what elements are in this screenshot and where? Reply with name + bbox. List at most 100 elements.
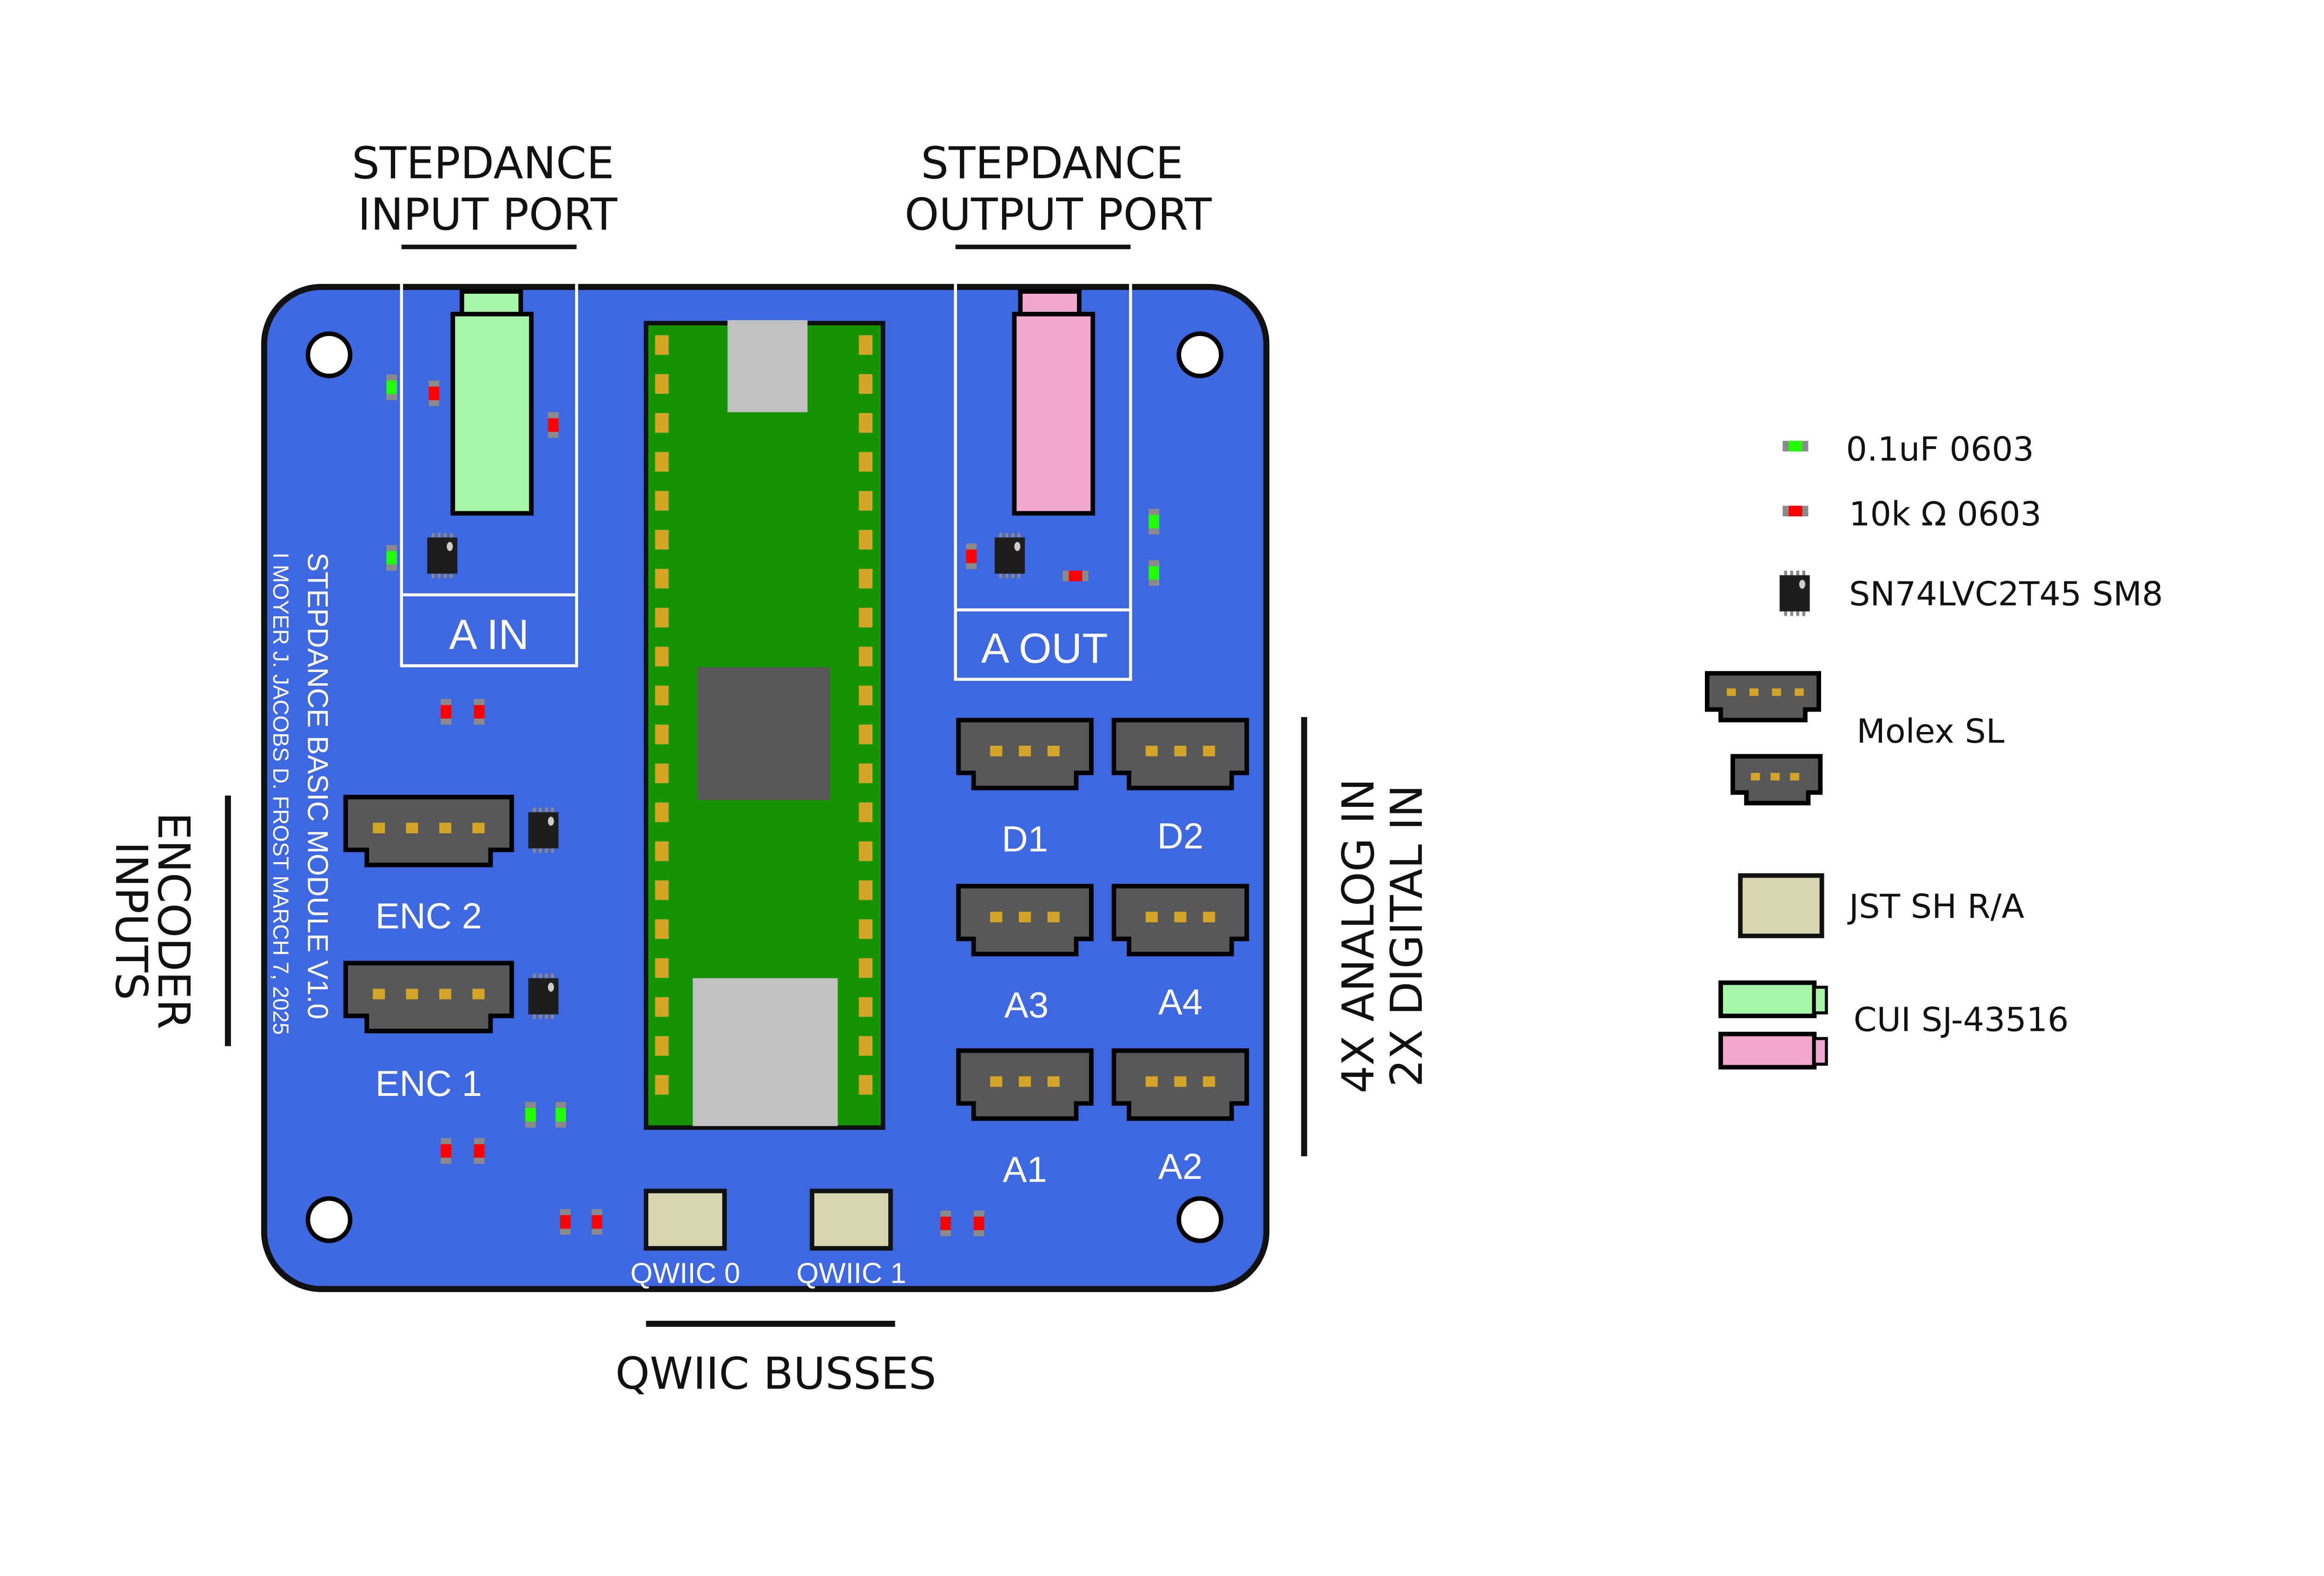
port-label-a3: A3 [1004, 984, 1049, 1025]
resistor [441, 1138, 451, 1164]
pcb-board: A IN A OUT [261, 249, 1270, 1292]
silkscreen-title: STEPDANCE BASIC MODULE V1.0 [301, 553, 333, 1019]
resistor [560, 1209, 571, 1235]
mount-hole [1176, 331, 1224, 378]
svg-text:QWIIC BUSSES: QWIIC BUSSES [615, 1349, 937, 1399]
header-pad [858, 530, 873, 550]
header-pad [858, 374, 873, 394]
port-label-d1: D1 [1002, 818, 1048, 859]
header-pad [858, 686, 873, 706]
header-pad [655, 880, 669, 900]
svg-text:STEPDANCE: STEPDANCE [352, 138, 614, 189]
level-shifter-ic [427, 533, 457, 579]
svg-text:JST SH R/A: JST SH R/A [1847, 887, 2024, 926]
header-pad [655, 686, 669, 706]
legend-item-jst: JST SH R/A [1738, 873, 2024, 938]
svg-text:SN74LVC2T45 SM8: SN74LVC2T45 SM8 [1849, 575, 2163, 613]
molex-connector-enc1 [346, 963, 512, 1031]
jack-in-label: A IN [449, 612, 529, 659]
svg-text:OUTPUT PORT: OUTPUT PORT [905, 190, 1212, 240]
header-pad [858, 958, 873, 978]
mount-hole [305, 1196, 353, 1243]
header-pad [655, 335, 669, 355]
resistor [973, 1210, 984, 1236]
molex-connector-d1 [958, 720, 1091, 788]
audio-jack-in [450, 289, 534, 516]
pico-pads-left [655, 335, 669, 1095]
legend-item-capacitor: 0.1uF 0603 [1783, 430, 2034, 468]
encoder-inputs-label: ENCODER INPUTS [106, 795, 231, 1046]
header-pad [858, 646, 873, 666]
capacitor [555, 1101, 566, 1128]
output-port-outline [954, 249, 1132, 681]
header-pad [858, 452, 873, 472]
molex-connector-a2 [1114, 1051, 1247, 1119]
svg-text:0.1uF 0603: 0.1uF 0603 [1846, 430, 2034, 468]
resistor [474, 1138, 485, 1164]
molex-connector-a4 [1114, 886, 1247, 954]
header-pad [655, 841, 669, 861]
legend-item-audio-jack: CUI SJ-43516 [1718, 980, 2069, 1070]
header-pad [655, 568, 669, 589]
jst-icon [1738, 873, 1824, 938]
jst-qwiic-0 [644, 1188, 727, 1251]
raspberry-pi-pico [644, 320, 885, 1130]
analog-digital-label: 4X ANALOG IN 2X DIGITAL IN [1301, 717, 1433, 1156]
resistor [474, 699, 485, 725]
capacitor [1149, 508, 1160, 534]
enc1-label: ENC 1 [376, 1063, 482, 1104]
mount-hole [305, 331, 353, 378]
resistor [548, 412, 559, 438]
svg-text:INPUT PORT: INPUT PORT [358, 190, 618, 240]
header-pad [858, 841, 873, 861]
header-pad [858, 491, 873, 511]
capacitor-icon [1783, 441, 1809, 452]
level-shifter-ic [528, 807, 559, 853]
header-pad [858, 802, 873, 822]
svg-text:4X ANALOG IN: 4X ANALOG IN [1334, 778, 1384, 1094]
molex-icon [1704, 671, 1823, 805]
capacitor [1149, 560, 1160, 586]
header-pad [655, 1075, 669, 1095]
input-port-label: STEPDANCE INPUT PORT [352, 138, 618, 251]
header-pad [858, 1036, 873, 1056]
jst-qwiic-1 [810, 1188, 893, 1251]
svg-text:CUI SJ-43516: CUI SJ-43516 [1854, 1000, 2069, 1039]
capacitor [386, 374, 397, 400]
header-pad [655, 452, 669, 472]
svg-text:2X DIGITAL IN: 2X DIGITAL IN [1382, 785, 1433, 1087]
header-pad [655, 997, 669, 1017]
molex-connector-a1 [958, 1051, 1091, 1119]
resistor [940, 1210, 951, 1236]
enc2-label: ENC 2 [376, 896, 482, 936]
header-pad [858, 607, 873, 627]
resistor [441, 699, 451, 725]
header-pad [655, 413, 669, 433]
header-pad [858, 725, 873, 745]
legend-item-ic: SN74LVC2T45 SM8 [1779, 570, 2163, 616]
rp2040-chip [697, 667, 831, 800]
header-pad [858, 413, 873, 433]
pico-pads-right [858, 335, 873, 1095]
capacitor [386, 545, 397, 571]
capacitor [525, 1101, 536, 1128]
header-pad [858, 335, 873, 355]
qwiic1-label: QWIIC 1 [796, 1258, 906, 1290]
audio-jack-icon [1718, 980, 1828, 1070]
resistor [966, 543, 977, 569]
ic-icon [1779, 570, 1810, 616]
header-pad [655, 1036, 669, 1056]
header-pad [655, 491, 669, 511]
resistor [592, 1209, 602, 1235]
header-pad [858, 919, 873, 939]
header-pad [655, 607, 669, 627]
resistor-icon [1783, 506, 1809, 516]
port-label-a2: A2 [1158, 1146, 1202, 1187]
qwiic-busses-label: QWIIC BUSSES [615, 1320, 937, 1399]
header-pad [858, 763, 873, 784]
header-pad [655, 958, 669, 978]
svg-text:ENCODER: ENCODER [148, 812, 198, 1029]
qwiic0-label: QWIIC 0 [630, 1258, 740, 1290]
resistor [429, 380, 440, 406]
